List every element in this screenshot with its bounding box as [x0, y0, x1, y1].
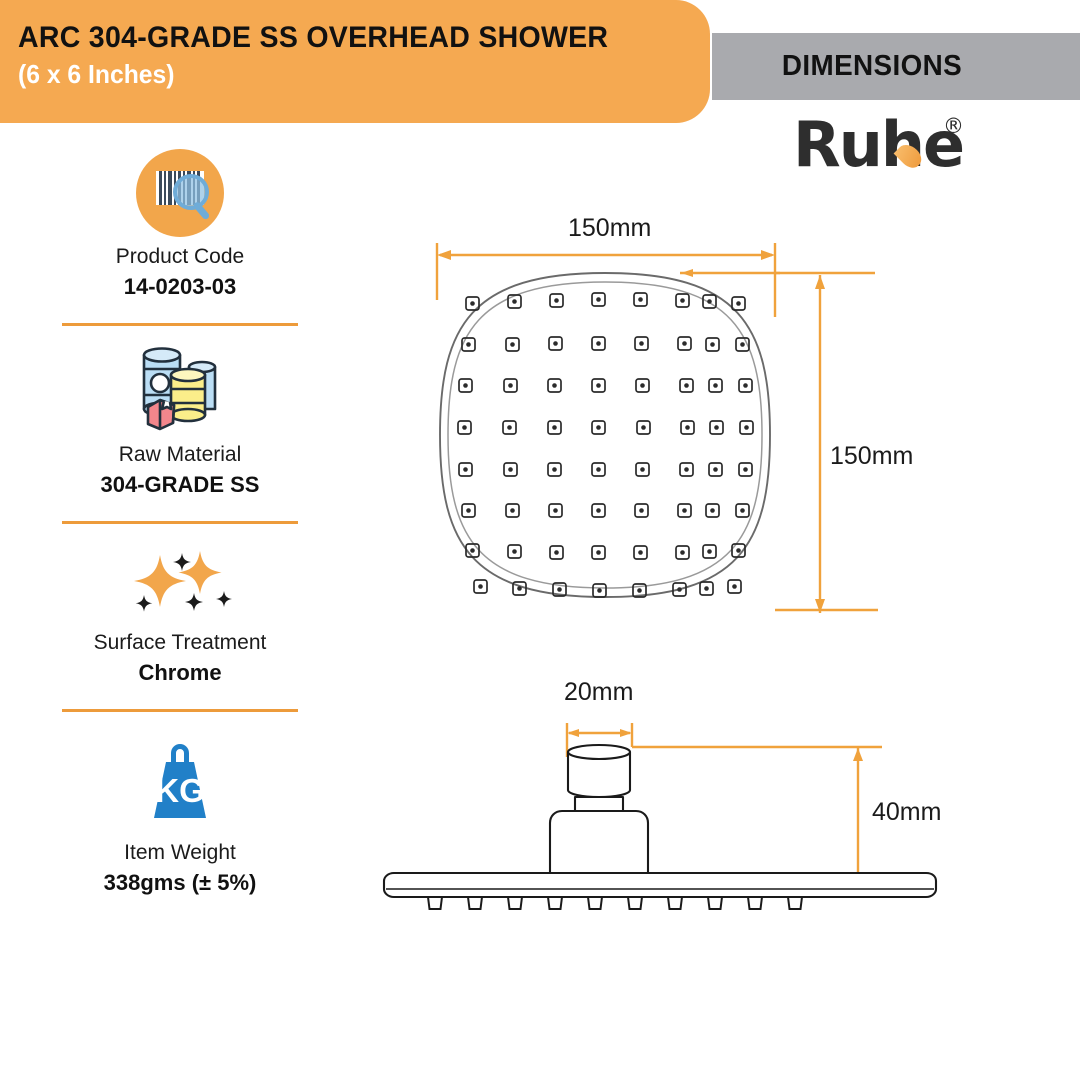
inlet-dimension-line	[565, 723, 882, 757]
inlet-dimension-label: 20mm	[564, 678, 634, 706]
raw-material-drums-icon	[40, 347, 320, 434]
product-spec-sidebar: Product Code 14-0203-03	[40, 149, 320, 898]
height-dimension-line	[775, 275, 878, 613]
spec-value: 304-GRADE SS	[100, 472, 260, 498]
barcode-scan-icon	[40, 149, 320, 237]
spec-item-product-code: Product Code 14-0203-03	[40, 149, 320, 326]
spec-divider	[62, 708, 298, 712]
spec-label: Product Code	[115, 245, 245, 268]
sparkle-shine-icon	[40, 548, 320, 622]
nozzle-grid	[457, 292, 754, 598]
shower-face-top-view: 150mm 150mm	[400, 205, 960, 635]
dimensions-label: DIMENSIONS	[781, 50, 963, 82]
spec-divider	[62, 520, 298, 524]
nozzle-nubs	[426, 896, 804, 910]
shower-side-profile-view: 20mm 40mm	[370, 665, 950, 925]
page-subtitle: (6 x 6 Inches)	[18, 58, 175, 89]
shower-profile-outline	[382, 743, 938, 899]
spec-label: Surface Treatment	[93, 630, 267, 654]
spec-item-raw-material: Raw Material 304-GRADE SS	[40, 347, 320, 524]
spec-label: Raw Material	[118, 442, 242, 466]
brand-logo: Ruhe ®	[793, 108, 973, 181]
brand-logo-text: Ruhe	[793, 108, 965, 181]
spec-value: Chrome	[138, 659, 222, 685]
spec-value: 338gms (± 5%)	[103, 869, 257, 895]
shower-face-outline	[439, 272, 771, 598]
page-title: ARC 304-GRADE SS OVERHEAD SHOWER	[18, 21, 609, 54]
dimensions-banner: DIMENSIONS	[712, 33, 1080, 100]
spec-divider	[62, 322, 298, 326]
header: ARC 304-GRADE SS OVERHEAD SHOWER (6 x 6 …	[0, 0, 1080, 190]
weight-kg-icon: KG	[40, 736, 320, 832]
spec-item-surface-treatment: Surface Treatment Chrome	[40, 548, 320, 712]
weight-icon-text: KG	[155, 772, 205, 809]
face-width-dimension-label: 150mm	[568, 214, 652, 242]
spec-label: Item Weight	[124, 840, 236, 864]
registered-trademark-icon: ®	[943, 114, 964, 138]
side-height-dimension-label: 40mm	[872, 798, 942, 826]
spec-item-item-weight: KG Item Weight 338gms (± 5%)	[40, 736, 320, 898]
width-dimension-line	[435, 243, 875, 317]
product-title-block: ARC 304-GRADE SS OVERHEAD SHOWER (6 x 6 …	[0, 0, 710, 123]
spec-value: 14-0203-03	[123, 274, 237, 300]
face-height-dimension-label: 150mm	[830, 442, 914, 470]
